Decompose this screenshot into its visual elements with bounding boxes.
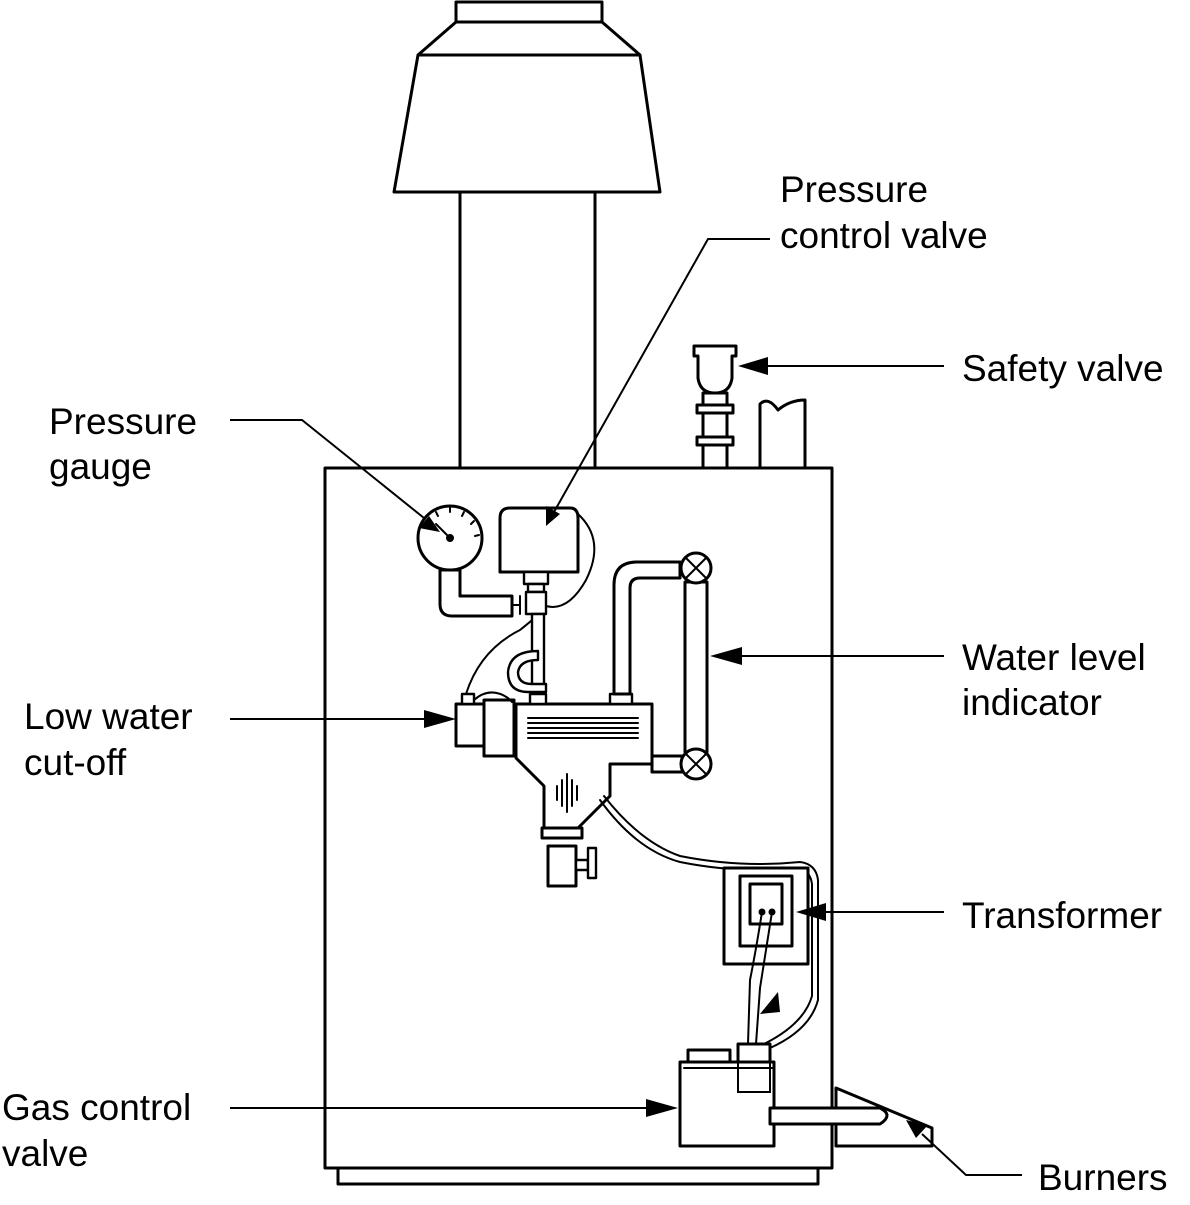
pressure-gauge bbox=[416, 504, 514, 618]
label-burners: Burners bbox=[1038, 1157, 1168, 1198]
flue-stack bbox=[392, 0, 662, 470]
pressure-control-valve bbox=[498, 506, 596, 702]
water-level-indicator bbox=[612, 551, 713, 781]
top-pipe bbox=[758, 398, 807, 470]
low-water-cutoff bbox=[454, 619, 654, 888]
label-transformer: Transformer bbox=[962, 895, 1162, 936]
label-gas-control-valve: Gas control valve bbox=[2, 1087, 201, 1174]
label-pressure-control-valve: Pressure control valve bbox=[780, 169, 988, 256]
leader-lines bbox=[230, 238, 1022, 1176]
transformer bbox=[599, 795, 819, 1049]
label-pressure-gauge: Pressure gauge bbox=[49, 401, 207, 487]
burners bbox=[768, 1086, 934, 1148]
label-low-water-cutoff: Low water cut-off bbox=[24, 696, 203, 783]
label-safety-valve: Safety valve bbox=[962, 348, 1164, 389]
safety-valve bbox=[692, 344, 738, 470]
labels: Pressure control valve Safety valve Pres… bbox=[2, 169, 1168, 1198]
label-water-level-indicator: Water level indicator bbox=[962, 637, 1156, 723]
